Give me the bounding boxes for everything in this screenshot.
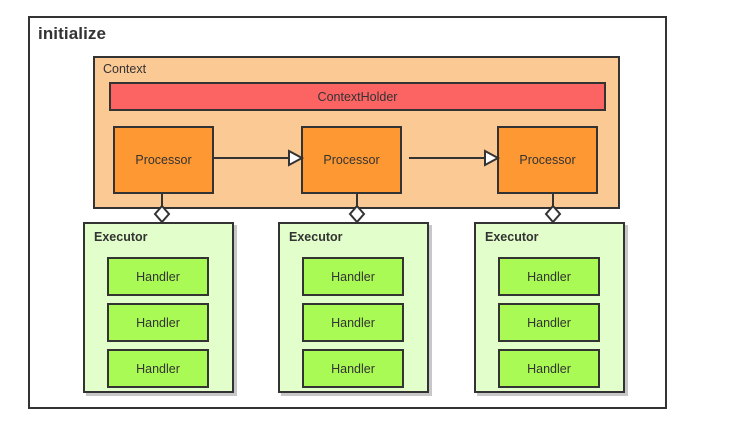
context-holder-label: ContextHolder bbox=[317, 89, 398, 104]
handler-box-3-2[interactable]: Handler bbox=[498, 303, 600, 342]
processor-box-1[interactable]: Processor bbox=[113, 126, 214, 194]
processor-label-3: Processor bbox=[519, 153, 576, 167]
handler-box-1-1[interactable]: Handler bbox=[107, 257, 209, 296]
handler-label-1-3: Handler bbox=[136, 361, 180, 376]
handler-label-3-3: Handler bbox=[527, 361, 571, 376]
handler-label-2-1: Handler bbox=[331, 269, 375, 284]
handler-box-1-3[interactable]: Handler bbox=[107, 349, 209, 388]
handler-label-3-1: Handler bbox=[527, 269, 571, 284]
processor-box-2[interactable]: Processor bbox=[301, 126, 402, 194]
handler-label-1-2: Handler bbox=[136, 315, 180, 330]
handler-box-1-2[interactable]: Handler bbox=[107, 303, 209, 342]
executor-label-2: Executor bbox=[289, 230, 343, 244]
context-holder-box[interactable]: ContextHolder bbox=[109, 82, 606, 111]
handler-label-2-3: Handler bbox=[331, 361, 375, 376]
handler-label-1-1: Handler bbox=[136, 269, 180, 284]
executor-label-3: Executor bbox=[485, 230, 539, 244]
executor-container-1[interactable]: Executor Handler Handler Handler bbox=[83, 222, 234, 393]
handler-box-2-2[interactable]: Handler bbox=[302, 303, 404, 342]
executor-container-3[interactable]: Executor Handler Handler Handler bbox=[474, 222, 625, 393]
processor-label-2: Processor bbox=[323, 153, 380, 167]
executor-container-2[interactable]: Executor Handler Handler Handler bbox=[278, 222, 429, 393]
handler-label-2-2: Handler bbox=[331, 315, 375, 330]
handler-box-2-3[interactable]: Handler bbox=[302, 349, 404, 388]
context-container[interactable]: Context ContextHolder Processor Processo… bbox=[93, 56, 620, 209]
handler-box-2-1[interactable]: Handler bbox=[302, 257, 404, 296]
page-title: initialize bbox=[38, 24, 107, 43]
handler-box-3-3[interactable]: Handler bbox=[498, 349, 600, 388]
processor-box-3[interactable]: Processor bbox=[497, 126, 598, 194]
handler-label-3-2: Handler bbox=[527, 315, 571, 330]
handler-box-3-1[interactable]: Handler bbox=[498, 257, 600, 296]
executor-label-1: Executor bbox=[94, 230, 148, 244]
processor-label-1: Processor bbox=[135, 153, 192, 167]
context-label: Context bbox=[103, 62, 147, 76]
